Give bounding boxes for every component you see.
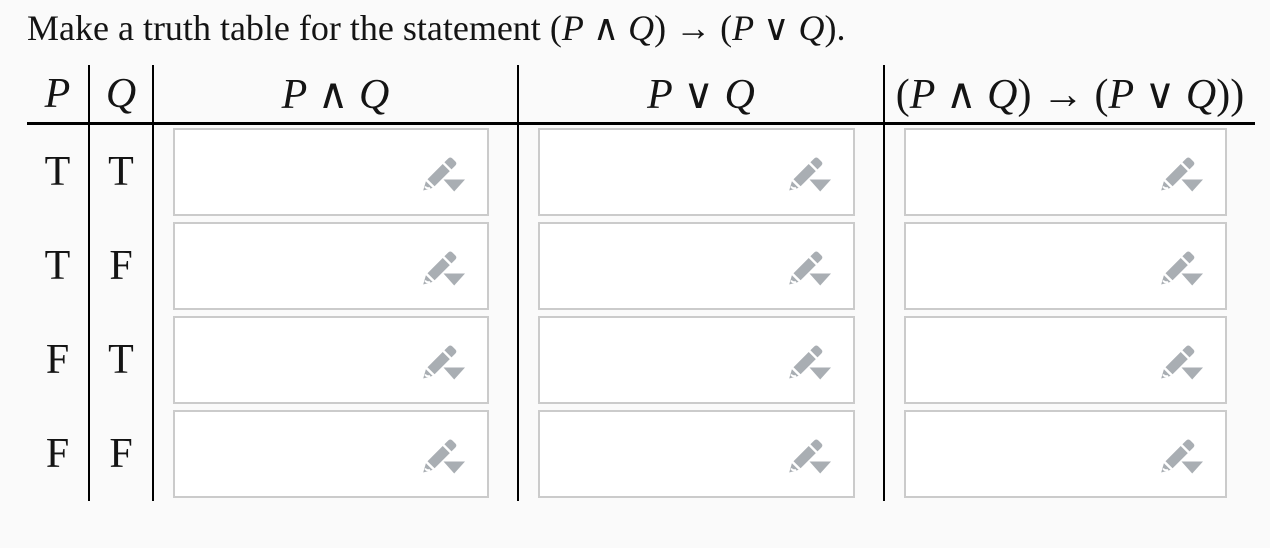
pencil-dropdown-icon	[423, 157, 465, 192]
caret-down-icon	[443, 367, 465, 380]
answer-cell	[517, 313, 883, 407]
pencil-eraser	[810, 157, 823, 170]
pencil-eraser	[810, 345, 823, 358]
pencil-dropdown-icon	[423, 439, 465, 474]
prompt-prefix: Make a truth table for the statement	[27, 8, 550, 48]
truth-value-dropdown[interactable]	[904, 410, 1227, 498]
q-value-cell: F	[88, 407, 152, 501]
caret-down-icon	[1181, 367, 1203, 380]
pencil-body	[1165, 446, 1188, 469]
pencil-body	[427, 258, 450, 281]
column-header-q: Q	[88, 65, 152, 125]
pencil-body	[1165, 352, 1188, 375]
pencil-body	[427, 164, 450, 187]
caret-down-icon	[1181, 273, 1203, 286]
pencil-body	[1165, 258, 1188, 281]
truth-value-dropdown[interactable]	[538, 222, 855, 310]
pencil-body	[793, 164, 816, 187]
answer-cell	[883, 125, 1255, 219]
pencil-body	[793, 352, 816, 375]
truth-table-exercise: Make a truth table for the statement (P …	[0, 0, 1270, 501]
answer-cell	[152, 407, 517, 501]
pencil-body	[427, 352, 450, 375]
pencil-eraser	[444, 345, 457, 358]
q-value-cell: T	[88, 313, 152, 407]
truth-value-dropdown[interactable]	[173, 410, 489, 498]
pencil-eraser	[1182, 157, 1195, 170]
pencil-body	[793, 446, 816, 469]
pencil-eraser	[1182, 345, 1195, 358]
p-value-cell: T	[44, 149, 71, 195]
caret-down-icon	[443, 273, 465, 286]
column-header-p-or-q: P ∨ Q	[517, 65, 883, 125]
column-header-implication: (P ∧ Q) → (P ∨ Q))	[883, 65, 1255, 125]
truth-value-dropdown[interactable]	[173, 222, 489, 310]
truth-value-dropdown[interactable]	[538, 128, 855, 216]
caret-down-icon	[1181, 179, 1203, 192]
p-value-cell: F	[45, 431, 70, 477]
truth-value-dropdown[interactable]	[904, 128, 1227, 216]
caret-down-icon	[809, 273, 831, 286]
truth-value-dropdown[interactable]	[173, 128, 489, 216]
prompt-text: Make a truth table for the statement (P …	[0, 0, 1270, 50]
pencil-dropdown-icon	[789, 251, 831, 286]
answer-cell	[517, 407, 883, 501]
p-value-cell: F	[45, 337, 70, 383]
q-value-cell: T	[88, 125, 152, 219]
caret-down-icon	[1181, 461, 1203, 474]
caret-down-icon	[443, 179, 465, 192]
column-header-p-and-q: P ∧ Q	[152, 65, 517, 125]
answer-cell	[517, 219, 883, 313]
truth-value-dropdown[interactable]	[173, 316, 489, 404]
pencil-eraser	[444, 251, 457, 264]
pencil-body	[427, 446, 450, 469]
answer-cell	[517, 125, 883, 219]
caret-down-icon	[443, 461, 465, 474]
q-value-cell: F	[88, 219, 152, 313]
p-value-cell: T	[44, 243, 71, 289]
answer-cell	[152, 219, 517, 313]
column-header-p: P	[27, 65, 88, 125]
answer-cell	[883, 313, 1255, 407]
truth-value-dropdown[interactable]	[904, 222, 1227, 310]
caret-down-icon	[809, 461, 831, 474]
header-row: P Q P ∧ Q P ∨ Q (P ∧ Q) → (P ∨ Q))	[27, 65, 1255, 125]
pencil-body	[1165, 164, 1188, 187]
pencil-dropdown-icon	[1161, 157, 1203, 192]
pencil-eraser	[810, 251, 823, 264]
pencil-dropdown-icon	[789, 157, 831, 192]
prompt-statement-math: (P ∧ Q) → (P ∨ Q)	[549, 8, 837, 48]
prompt-suffix: .	[836, 8, 846, 48]
pencil-eraser	[444, 157, 457, 170]
caret-down-icon	[809, 179, 831, 192]
pencil-dropdown-icon	[423, 251, 465, 286]
pencil-dropdown-icon	[789, 345, 831, 380]
truth-value-dropdown[interactable]	[904, 316, 1227, 404]
caret-down-icon	[809, 367, 831, 380]
pencil-eraser	[810, 439, 823, 452]
pencil-dropdown-icon	[423, 345, 465, 380]
pencil-eraser	[444, 439, 457, 452]
truth-value-dropdown[interactable]	[538, 316, 855, 404]
pencil-dropdown-icon	[789, 439, 831, 474]
pencil-dropdown-icon	[1161, 345, 1203, 380]
pencil-dropdown-icon	[1161, 251, 1203, 286]
answer-cell	[152, 313, 517, 407]
answer-cell	[152, 125, 517, 219]
answer-cell	[883, 219, 1255, 313]
truth-value-dropdown[interactable]	[538, 410, 855, 498]
pencil-body	[793, 258, 816, 281]
pencil-dropdown-icon	[1161, 439, 1203, 474]
answer-cell	[883, 407, 1255, 501]
pencil-eraser	[1182, 251, 1195, 264]
pencil-eraser	[1182, 439, 1195, 452]
